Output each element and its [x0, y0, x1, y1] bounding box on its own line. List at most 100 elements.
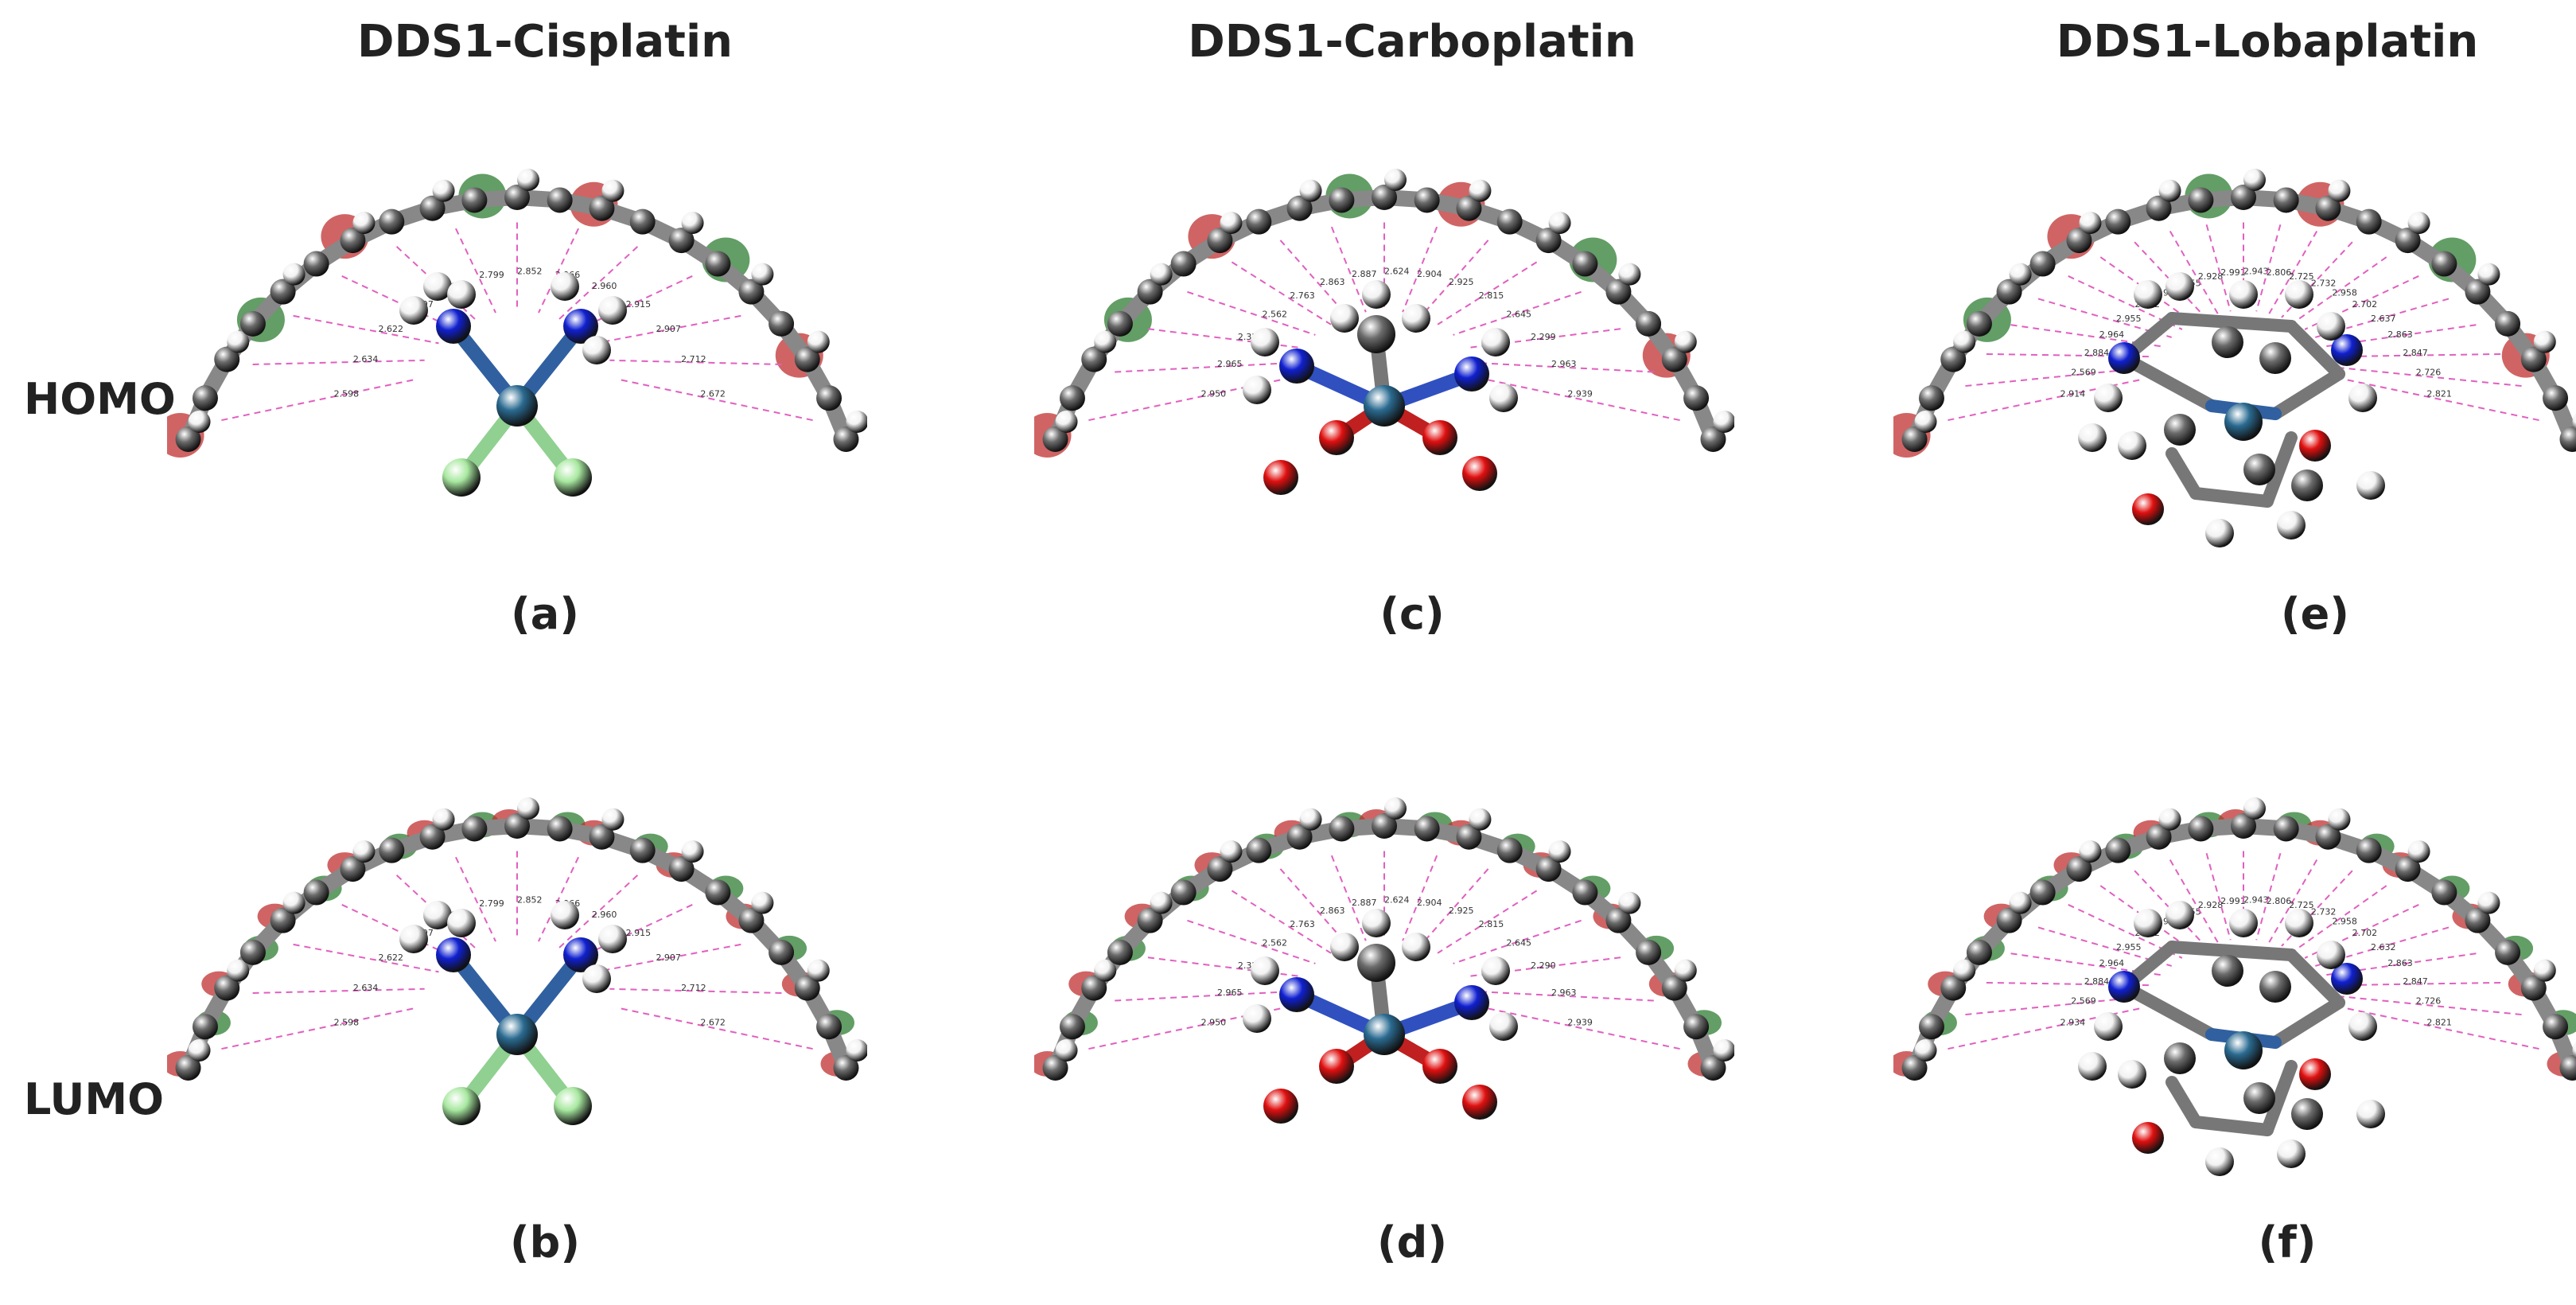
c-atom: [816, 385, 842, 411]
h-atom: [1299, 808, 1322, 831]
cl-atom: [554, 458, 592, 497]
distance-label: 2.925: [1449, 277, 1474, 287]
h-atom: [1618, 891, 1641, 914]
c-atom: [1996, 279, 2022, 305]
h-atom: [807, 330, 830, 353]
c-atom: [2243, 454, 2275, 485]
c-atom: [1372, 185, 1397, 210]
distance-label: 2.884: [2084, 348, 2110, 358]
panel-label-f: (f): [2258, 1217, 2317, 1268]
distance-label: 2.632: [2371, 942, 2396, 952]
distance-label: 2.622: [379, 324, 404, 334]
distance-label: 2.914: [2060, 388, 2086, 399]
h-atom: [282, 891, 305, 914]
h-atom: [551, 901, 579, 929]
n-atom: [436, 937, 471, 972]
c-atom: [1966, 310, 1992, 337]
hbond-line: [252, 988, 425, 994]
distance-label: 2.799: [479, 270, 504, 280]
c-atom: [1901, 1054, 1928, 1081]
h-atom: [2572, 1042, 2576, 1059]
hbond-line: [2169, 859, 2219, 943]
distance-label: 2.852: [517, 894, 543, 905]
hbond-line: [221, 1007, 414, 1050]
distance-label: 2.562: [1263, 937, 1288, 948]
distance-label: 2.958: [2332, 287, 2357, 298]
hbond-line: [1419, 868, 1489, 946]
c-atom: [2559, 426, 2576, 452]
c-atom: [589, 824, 615, 850]
h-atom: [2094, 384, 2123, 412]
h-atom: [2158, 179, 2181, 202]
h-atom: [2243, 169, 2266, 191]
distance-label: 2.726: [2416, 996, 2442, 1007]
c-atom: [1357, 944, 1395, 982]
c-atom: [629, 837, 656, 863]
h-atom: [1384, 797, 1407, 820]
distance-label: 2.863: [2387, 958, 2413, 968]
h-atom: [681, 212, 704, 235]
c-atom: [1901, 426, 1928, 452]
distance-label: 2.732: [2311, 279, 2337, 289]
h-atom: [2285, 280, 2313, 309]
distance-label: 2.925: [1449, 906, 1474, 916]
h-atom: [1489, 1012, 1518, 1041]
bond: [2269, 996, 2345, 1049]
column-title-carboplatin: DDS1-Carboplatin: [1188, 16, 1636, 68]
h-atom: [2079, 212, 2102, 235]
bond: [2285, 320, 2345, 380]
h-atom: [2165, 272, 2194, 301]
c-atom: [1605, 279, 1632, 305]
h-atom: [188, 1038, 211, 1062]
h-atom: [2317, 312, 2345, 341]
distance-label: 2.725: [2289, 271, 2314, 282]
distance-label: 2.991: [2220, 896, 2246, 906]
distance-label: 2.904: [1417, 269, 1442, 279]
o-atom: [1422, 420, 1457, 455]
h-atom: [2165, 901, 2194, 929]
c-atom: [379, 837, 405, 863]
c-atom: [2395, 856, 2421, 882]
distance-label: 2.645: [1506, 937, 1531, 948]
c-atom: [833, 426, 859, 452]
h-atom: [1489, 384, 1518, 412]
c-atom: [2559, 1054, 2576, 1081]
distance-label: 2.645: [1506, 309, 1531, 319]
h-atom: [2356, 471, 2385, 500]
hbond-line: [1187, 919, 1316, 964]
c-atom: [833, 1054, 859, 1081]
distance-label: 2.634: [353, 354, 379, 364]
distance-label: 2.622: [379, 952, 404, 963]
molecule-diagram-e: 2.9142.5692.8842.9642.9552.8822.9272.955…: [1893, 169, 2576, 547]
c-atom: [303, 251, 329, 277]
c-atom: [504, 813, 530, 839]
c-atom: [1042, 1054, 1068, 1081]
c-atom: [1286, 824, 1313, 850]
c-atom: [738, 279, 765, 305]
hbond-line: [1453, 290, 1582, 336]
c-atom: [504, 185, 530, 210]
distance-label: 2.821: [2426, 388, 2452, 399]
c-atom: [1329, 187, 1355, 213]
o-atom: [1462, 456, 1497, 491]
c-atom: [1683, 1014, 1710, 1040]
distance-label: 2.863: [1320, 906, 1345, 916]
n-atom: [1279, 349, 1314, 384]
hbond-line: [1330, 226, 1367, 313]
h-atom: [1251, 328, 1279, 356]
distance-label: 2.907: [656, 324, 681, 334]
h-atom: [2348, 1012, 2377, 1041]
h-atom: [1251, 956, 1279, 985]
h-atom: [1299, 179, 1322, 202]
hbond-line: [293, 314, 439, 345]
c-atom: [738, 907, 765, 933]
distance-label: 2.290: [1531, 960, 1556, 971]
h-atom: [2118, 1060, 2146, 1089]
distance-label: 2.712: [681, 354, 706, 364]
distance-label: 2.958: [2332, 916, 2357, 926]
distance-label: 2.939: [1567, 1017, 1593, 1027]
h-atom: [1402, 933, 1430, 961]
distance-label: 2.799: [479, 898, 504, 909]
c-atom: [1535, 228, 1562, 254]
